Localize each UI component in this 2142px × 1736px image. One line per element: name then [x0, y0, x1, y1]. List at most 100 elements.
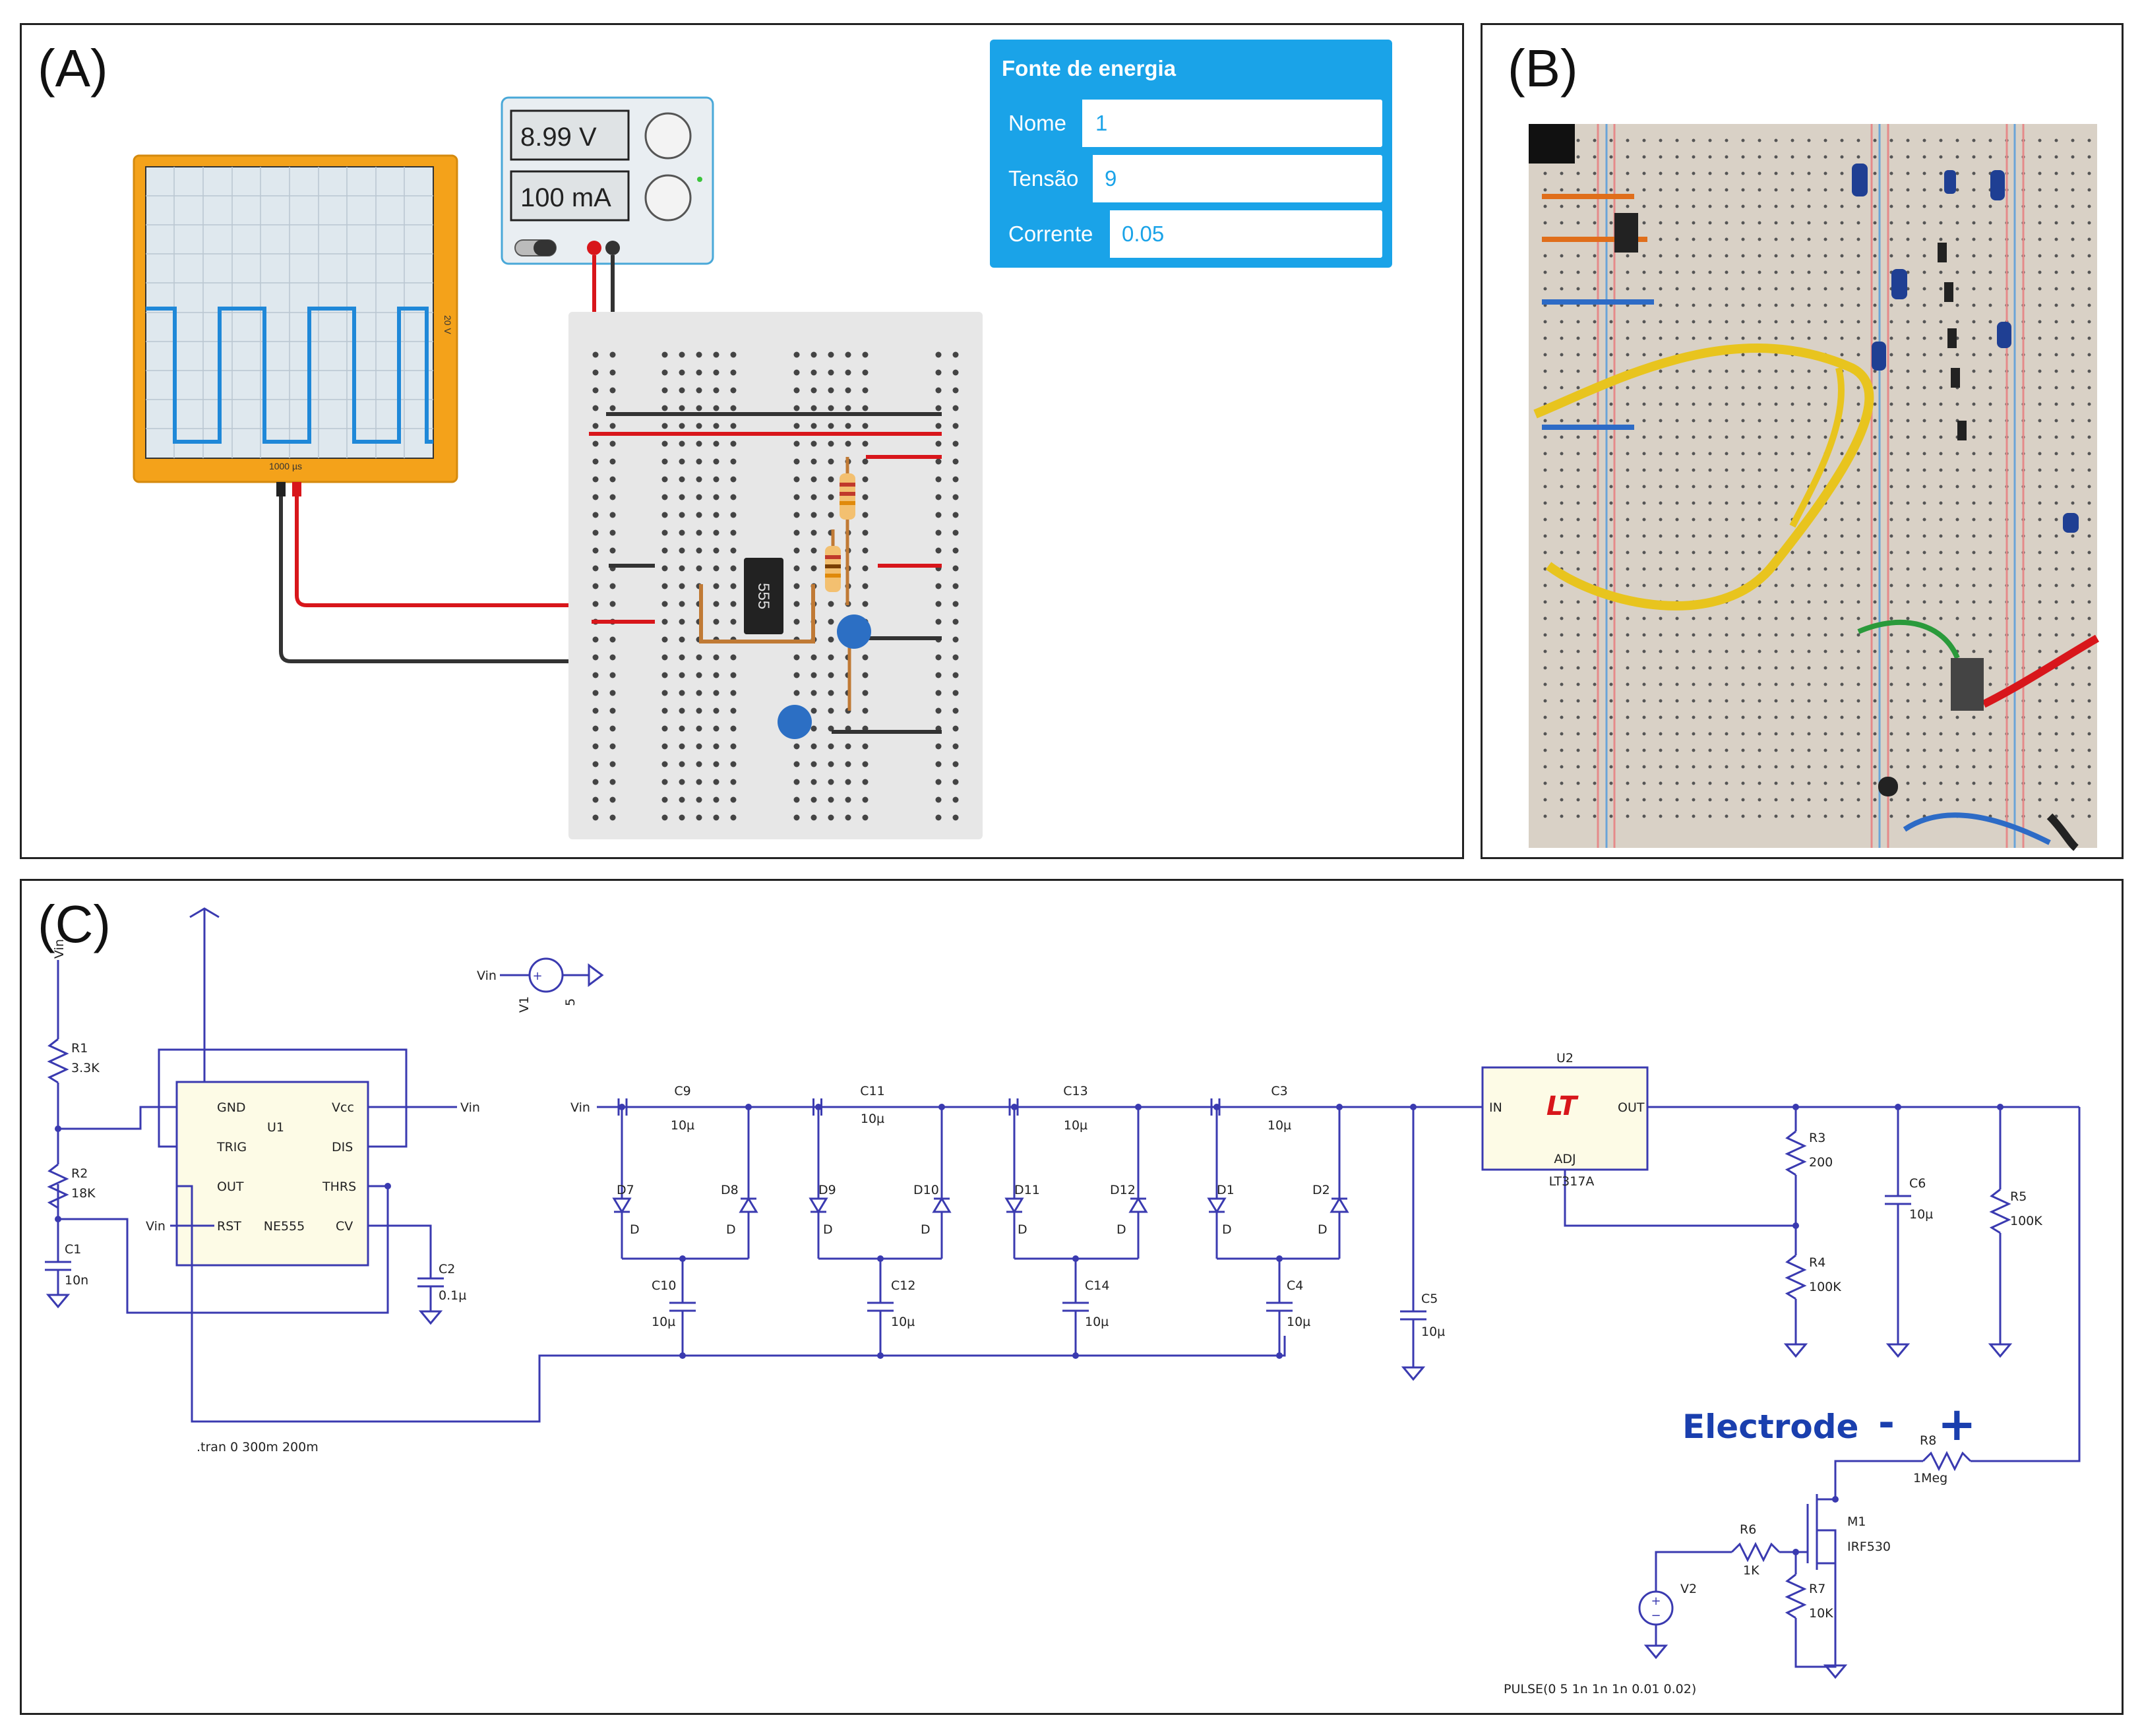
c10-value: 10µ [652, 1315, 675, 1329]
c5-value: 10µ [1421, 1325, 1445, 1339]
c13-value: 10µ [1064, 1118, 1087, 1133]
ne555-label: NE555 [264, 1219, 305, 1234]
m1-name: M1 [1847, 1514, 1866, 1529]
breadboard: 555 [568, 312, 983, 839]
scope-volt-label: 20 V [443, 315, 453, 334]
vin-rst-label: Vin [146, 1219, 166, 1234]
r2-name: R2 [71, 1166, 88, 1181]
pin-cv: CV [336, 1219, 353, 1234]
d12-letter: D [1117, 1222, 1126, 1237]
ic-555-label: 555 [754, 583, 772, 609]
d10-letter: D [921, 1222, 931, 1237]
electrode-label: Electrode [1682, 1408, 1858, 1446]
row-corrente-value[interactable]: 0.05 [1122, 222, 1164, 246]
c6-name: C6 [1909, 1176, 1926, 1191]
capacitor-timing [837, 614, 871, 649]
v1-plus-icon: + [532, 969, 542, 983]
electrode-plus: + [1938, 1397, 1976, 1451]
u2-label: U2 [1556, 1051, 1574, 1065]
row-tensao-label: Tensão [1008, 166, 1078, 191]
panel-a-label: (A) [38, 39, 108, 98]
terminal-negative[interactable] [605, 241, 620, 255]
r3-value: 200 [1809, 1155, 1833, 1170]
multiplier-vin-label: Vin [570, 1100, 590, 1115]
oscilloscope: 1000 µs 20 V [133, 154, 458, 496]
c10-name: C10 [652, 1278, 676, 1293]
pin-thrs: THRS [322, 1180, 356, 1194]
row-tensao-value[interactable]: 9 [1105, 166, 1117, 191]
panel-a: (A) 1000 µs 20 V [20, 23, 1464, 859]
voltage-display: 8.99 V [520, 123, 597, 152]
power-supply: 8.99 V 100 mA [501, 96, 714, 265]
current-display: 100 mA [520, 183, 611, 212]
d7-letter: D [630, 1222, 640, 1237]
vin-vcc-label: Vin [460, 1100, 480, 1115]
c11-value: 10µ [861, 1112, 884, 1126]
c1-value: 10n [65, 1273, 88, 1288]
v2-plus-icon: + [1651, 1594, 1661, 1608]
tran-directive: .tran 0 300m 200m [197, 1440, 319, 1454]
capacitor-control [778, 705, 812, 739]
breadboard-photo [1529, 124, 2099, 851]
panel-b: (B) [1481, 23, 2124, 859]
u1-label: U1 [267, 1120, 284, 1135]
c1-name: C1 [65, 1242, 81, 1257]
scope-probe-black[interactable] [276, 482, 286, 496]
terminal-positive[interactable] [587, 241, 601, 255]
v1-vin-label: Vin [477, 969, 497, 983]
d12-name: D12 [1110, 1183, 1136, 1197]
c3-name: C3 [1271, 1084, 1287, 1098]
c9-value: 10µ [671, 1118, 694, 1133]
power-panel-title: Fonte de energia [1002, 56, 1177, 80]
electrode-minus: - [1878, 1400, 1895, 1446]
c14-name: C14 [1085, 1278, 1109, 1293]
pulse-source-spec: PULSE(0 5 1n 1n 1n 0.01 0.02) [1504, 1682, 1696, 1696]
ic-555 [744, 558, 783, 634]
r4-value: 100K [1809, 1280, 1841, 1294]
d8-letter: D [726, 1222, 736, 1237]
pin-vcc: Vcc [332, 1100, 354, 1115]
r6-value: 1K [1743, 1563, 1760, 1578]
d8-name: D8 [721, 1183, 739, 1197]
pin-out: OUT [217, 1180, 244, 1194]
vin-top-label: Vin [52, 939, 67, 959]
r7-value: 10K [1809, 1606, 1833, 1621]
v2-name: V2 [1680, 1582, 1697, 1596]
current-knob[interactable] [644, 174, 692, 222]
panel-c-label: (C) [38, 895, 111, 953]
pin-dis: DIS [332, 1140, 353, 1154]
v1-name: V1 [517, 996, 532, 1013]
c3-value: 10µ [1268, 1118, 1291, 1133]
c12-name: C12 [891, 1278, 915, 1293]
c12-value: 10µ [891, 1315, 915, 1329]
v1-value: 5 [563, 998, 578, 1006]
v2-minus-icon: − [1651, 1609, 1661, 1623]
c9-name: C9 [674, 1084, 690, 1098]
r8-value: 1Meg [1913, 1471, 1947, 1485]
panel-a-drawing: 1000 µs 20 V 8.99 V 100 mA [133, 40, 1392, 839]
panel-c: (C) [20, 879, 2124, 1715]
r1-name: R1 [71, 1041, 88, 1056]
r5-value: 100K [2010, 1214, 2042, 1228]
resistor-r1 [840, 473, 855, 520]
r5-name: R5 [2010, 1189, 2027, 1204]
regulator-adj-pin: ADJ [1554, 1152, 1576, 1166]
m1-part: IRF530 [1847, 1540, 1891, 1554]
c4-name: C4 [1287, 1278, 1303, 1293]
r4-name: R4 [1809, 1255, 1825, 1270]
c5-name: C5 [1421, 1292, 1438, 1306]
c6-value: 10µ [1909, 1207, 1933, 1222]
r8-name: R8 [1920, 1433, 1936, 1448]
c4-value: 10µ [1287, 1315, 1310, 1329]
square-wave-trace [146, 307, 433, 444]
d11-name: D11 [1014, 1183, 1040, 1197]
c11-name: C11 [860, 1084, 884, 1098]
voltage-knob[interactable] [644, 112, 692, 160]
pin-trig: TRIG [216, 1140, 247, 1154]
d9-letter: D [823, 1222, 833, 1237]
pin-gnd: GND [217, 1100, 246, 1115]
row-nome-value[interactable]: 1 [1095, 111, 1107, 135]
row-nome-label: Nome [1008, 111, 1066, 135]
scope-probe-red[interactable] [292, 482, 301, 496]
d10-name: D10 [913, 1183, 939, 1197]
